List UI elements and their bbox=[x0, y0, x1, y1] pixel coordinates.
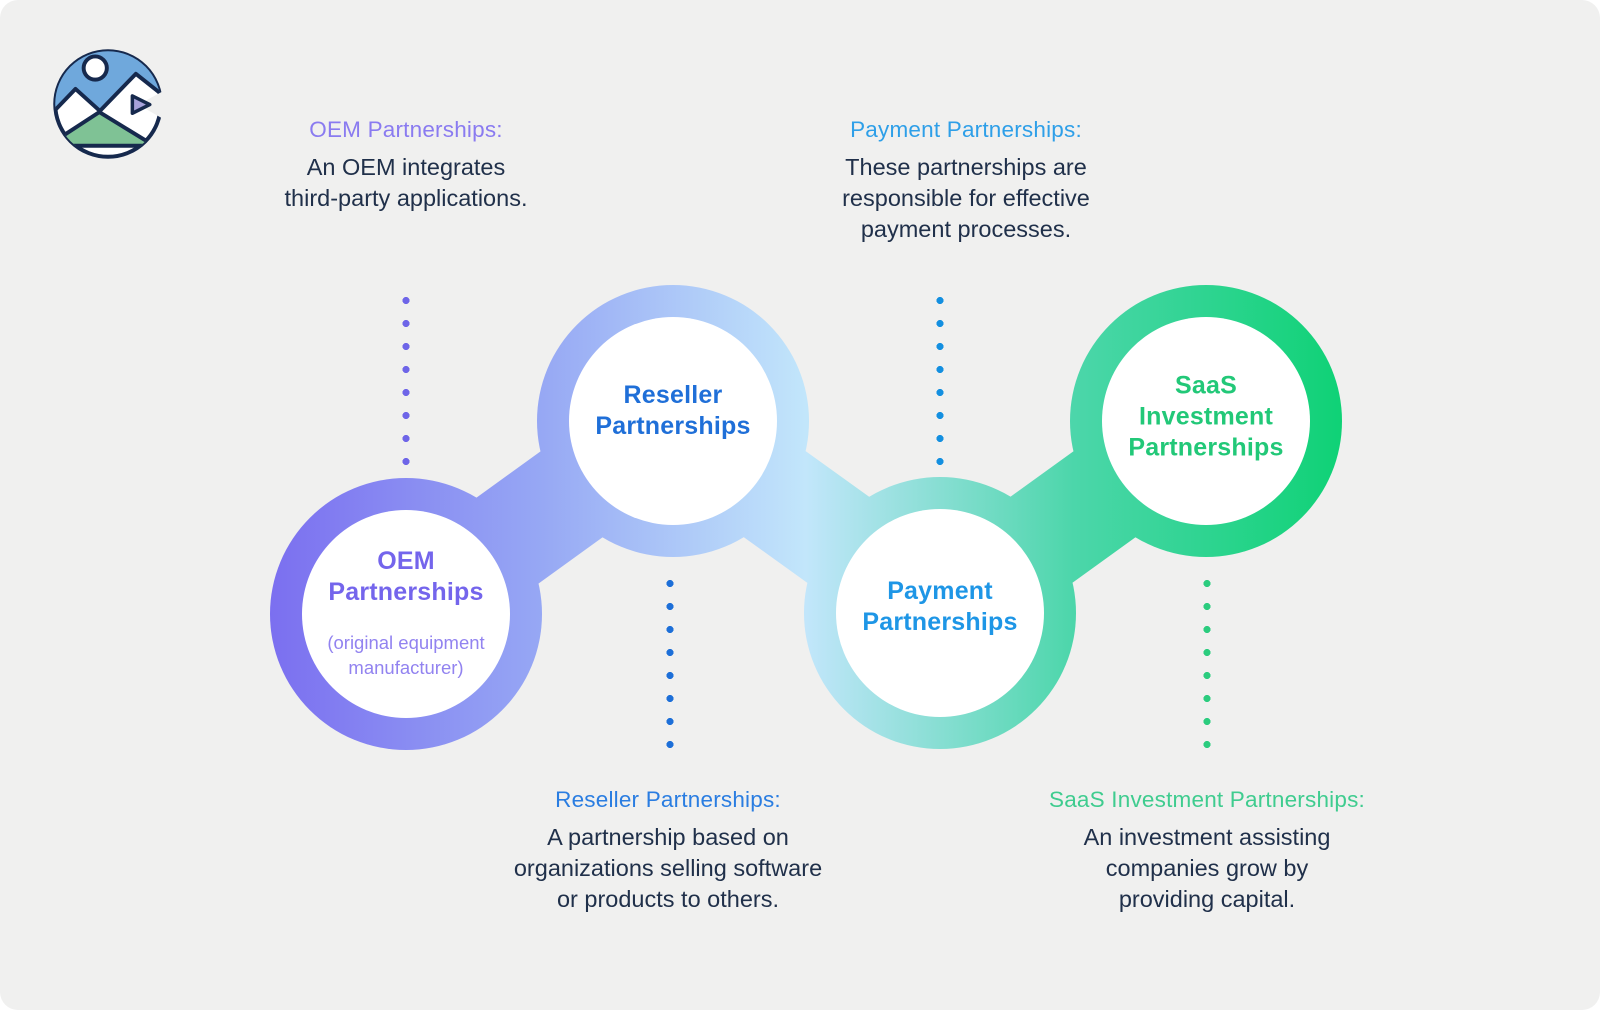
reseller-dotted-line bbox=[665, 572, 675, 756]
payment-annotation-title: Payment Partnerships: bbox=[850, 117, 1082, 142]
oem-node-subtitle: (original equipment manufacturer) bbox=[327, 632, 485, 678]
oem-annotation: OEM Partnerships: An OEM integrates thir… bbox=[186, 117, 626, 214]
saas-node-label: SaaS Investment Partnerships bbox=[1091, 353, 1321, 482]
logo-flag-triangle bbox=[130, 94, 152, 116]
saas-dotted-line bbox=[1202, 572, 1212, 756]
saas-annotation-title: SaaS Investment Partnerships: bbox=[1049, 787, 1365, 812]
logo-sun bbox=[81, 54, 109, 82]
oem-node-title: OEM Partnerships bbox=[328, 547, 484, 606]
logo-notch bbox=[138, 89, 166, 121]
saas-inner-circle bbox=[1102, 317, 1310, 525]
oem-annotation-title: OEM Partnerships: bbox=[309, 117, 503, 142]
oem-annotation-body: An OEM integrates third-party applicatio… bbox=[284, 154, 528, 211]
oem-node-label: OEM Partnerships (original equipment man… bbox=[291, 528, 521, 698]
reseller-annotation-body: A partnership based on organizations sel… bbox=[513, 824, 823, 912]
reseller-annotation: Reseller Partnerships: A partnership bas… bbox=[448, 787, 888, 915]
payment-annotation: Payment Partnerships: These partnerships… bbox=[746, 117, 1186, 245]
saas-node-title: SaaS Investment Partnerships bbox=[1128, 371, 1284, 462]
saas-annotation-body: An investment assisting companies grow b… bbox=[1083, 824, 1331, 912]
mountain-lake-logo-icon bbox=[53, 49, 166, 159]
reseller-node-label: Reseller Partnerships bbox=[558, 362, 788, 460]
oem-dotted-line bbox=[401, 289, 411, 473]
oem-inner-circle bbox=[302, 510, 510, 718]
payment-node-title: Payment Partnerships bbox=[862, 577, 1018, 636]
reseller-annotation-title: Reseller Partnerships: bbox=[555, 787, 781, 812]
saas-annotation: SaaS Investment Partnerships: An investm… bbox=[987, 787, 1427, 915]
payment-dotted-line bbox=[935, 289, 945, 473]
white-inner-circles bbox=[302, 317, 1310, 718]
reseller-node-title: Reseller Partnerships bbox=[595, 381, 751, 440]
payment-annotation-body: These partnerships are responsible for e… bbox=[842, 154, 1090, 242]
payment-node-label: Payment Partnerships bbox=[825, 558, 1055, 656]
payment-inner-circle bbox=[836, 509, 1044, 717]
reseller-inner-circle bbox=[569, 317, 777, 525]
logo-mountain-shape bbox=[55, 110, 157, 148]
